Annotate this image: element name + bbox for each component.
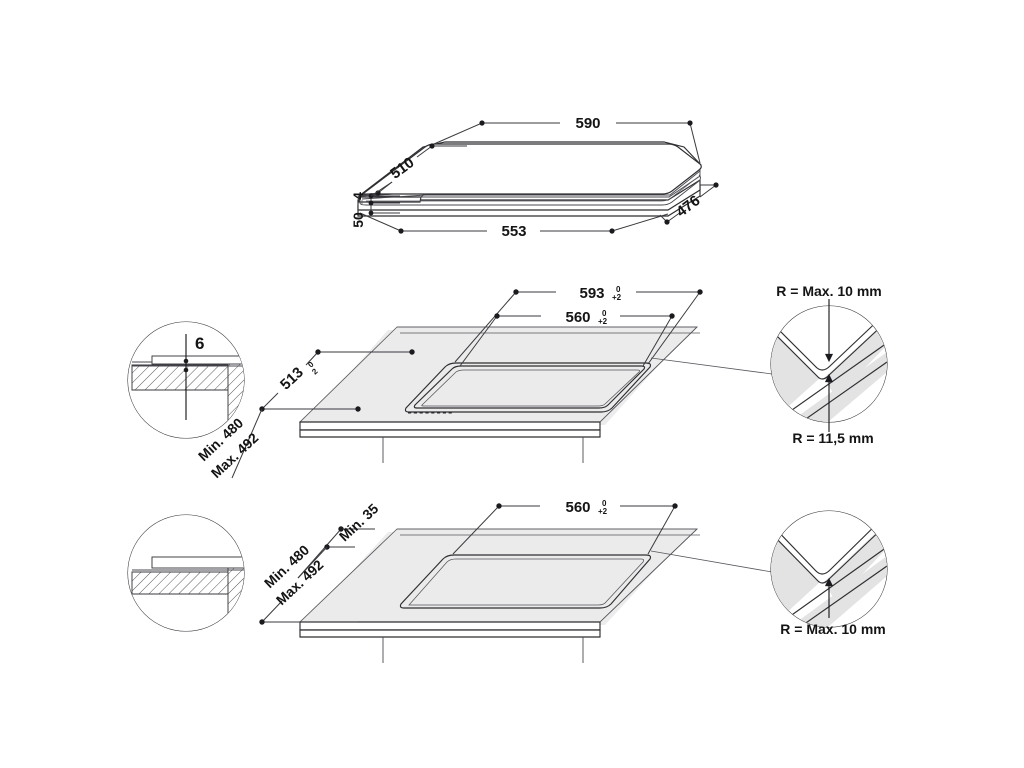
detail-label-r-max-10-flush: R = Max. 10 mm bbox=[776, 283, 881, 299]
detail-corner-radius-standard: R = Max. 10 mm bbox=[770, 510, 888, 637]
dim-tol-513-lower: 2 bbox=[310, 366, 320, 376]
leader-to-detail-radius-flush bbox=[650, 357, 773, 375]
detail-label-6: 6 bbox=[195, 334, 204, 353]
detail-rabbet-depth: 6 bbox=[127, 321, 245, 439]
dimension-thickness-group: 4 50 bbox=[350, 181, 400, 228]
dim-label-560-flush: 560 bbox=[565, 309, 590, 326]
detail-label-r-11-5: R = 11,5 mm bbox=[792, 430, 873, 446]
dim-label-590: 590 bbox=[575, 115, 600, 132]
detail-flush-section bbox=[127, 514, 245, 632]
dimension-553: 553 bbox=[359, 212, 669, 240]
dim-tol-560f-upper: 0 bbox=[602, 309, 607, 318]
dim-label-4: 4 bbox=[350, 192, 366, 200]
dimension-560-standard: 560 0 +2 bbox=[452, 499, 678, 555]
dim-label-560-standard: 560 bbox=[565, 499, 590, 516]
dim-tol-593-upper: 0 bbox=[616, 285, 621, 294]
detail-corner-radius-flush: R = Max. 10 mm R = 11,5 mm bbox=[770, 283, 888, 446]
dimension-593: 593 0 +2 bbox=[454, 285, 703, 365]
dim-label-50: 50 bbox=[350, 212, 366, 228]
figure-appliance-overview: 590 510 476 bbox=[350, 115, 719, 240]
dim-tol-560s-lower: +2 bbox=[598, 507, 608, 516]
leader-to-detail-radius-standard bbox=[650, 550, 773, 573]
dim-label-513: 513 bbox=[277, 364, 307, 394]
dim-tol-513-upper: 0 bbox=[306, 359, 316, 369]
dimension-560-flush: 560 0 +2 bbox=[459, 309, 675, 367]
dim-tol-593-lower: +2 bbox=[612, 293, 622, 302]
dimension-590: 590 bbox=[433, 115, 701, 164]
dim-tol-560f-lower: +2 bbox=[598, 317, 608, 326]
label-min-35: Min. 35 bbox=[336, 500, 382, 544]
detail-label-r-max-10-standard: R = Max. 10 mm bbox=[780, 621, 885, 637]
figure-flush-install: 593 0 +2 560 0 +2 bbox=[195, 285, 773, 481]
dim-label-593: 593 bbox=[579, 285, 604, 302]
dim-label-553: 553 bbox=[501, 223, 526, 240]
appliance-plate-outline bbox=[359, 143, 702, 206]
appliance-body bbox=[357, 178, 701, 217]
figure-standard-install: 560 0 +2 Min. 35 Min. 480 Max. 492 bbox=[259, 499, 773, 663]
dim-tol-560s-upper: 0 bbox=[602, 499, 607, 508]
